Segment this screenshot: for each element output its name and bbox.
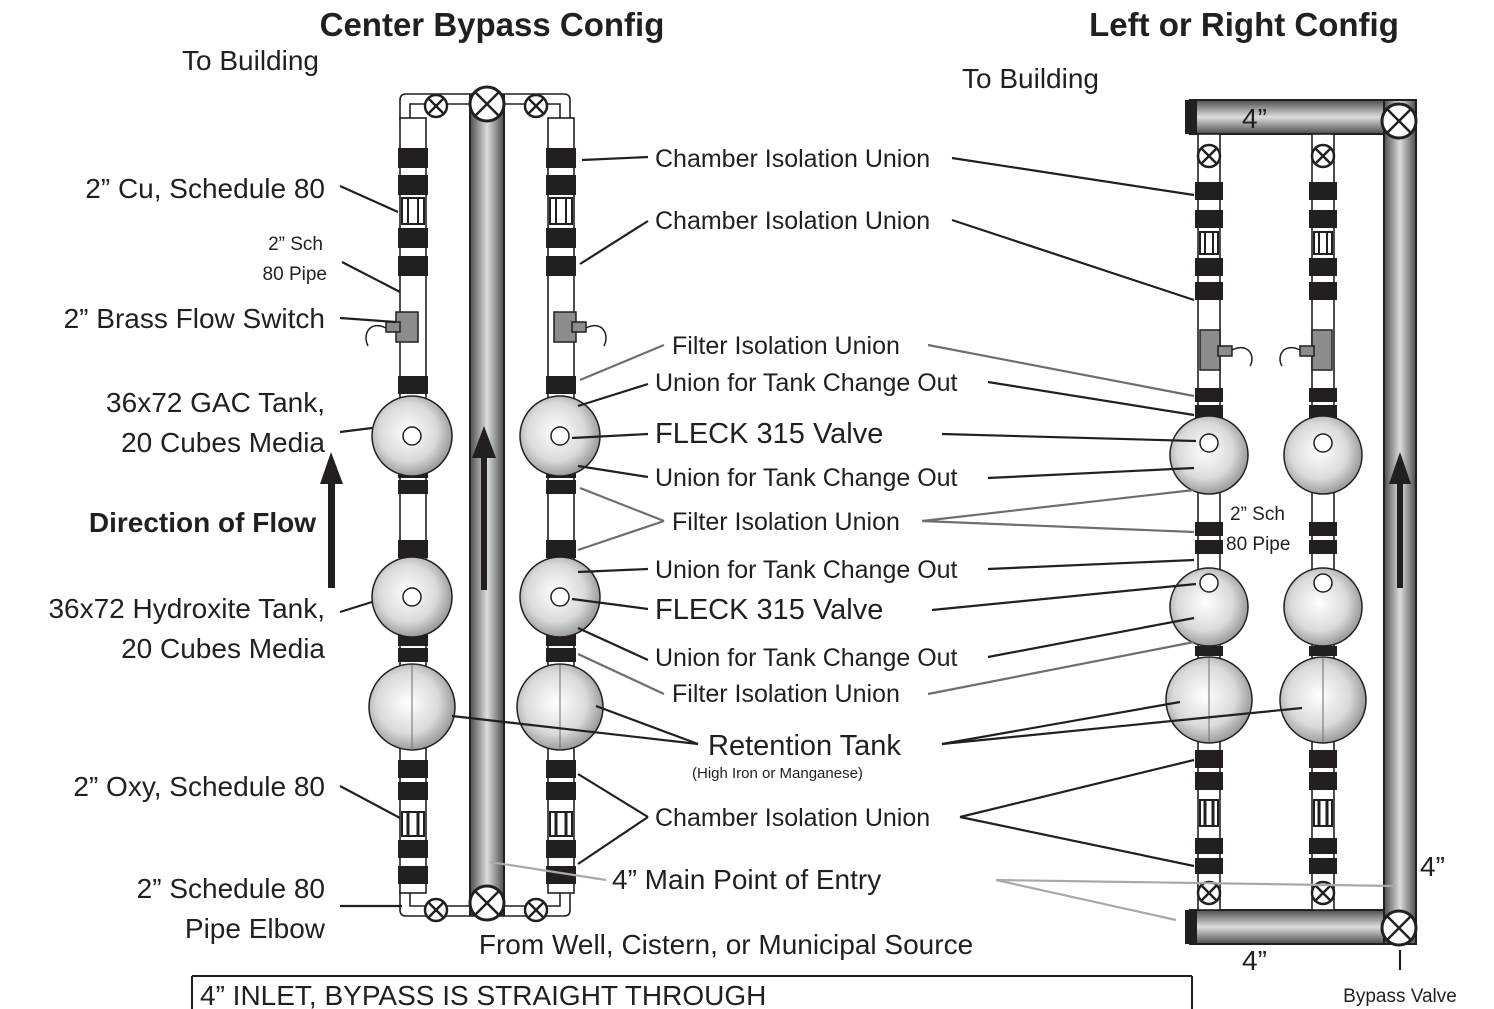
oxy-pipe-label: 2” Oxy, Schedule 80 <box>73 771 325 802</box>
sch-pipe-label-1: 2” Sch <box>268 234 323 255</box>
elbow-label-2: Pipe Elbow <box>185 913 326 944</box>
to-building-label-left: To Building <box>182 45 319 76</box>
filter-isolation-label-3: Filter Isolation Union <box>672 680 900 708</box>
inlet-note-text: 4” INLET, BYPASS IS STRAIGHT THROUGH <box>200 980 766 1009</box>
flow-switch-label: 2” Brass Flow Switch <box>64 303 325 334</box>
valve-x-icon[interactable] <box>523 897 549 923</box>
center-bypass-assembly <box>365 85 607 923</box>
leader-lines <box>339 155 1402 970</box>
union-change-label-3: Union for Tank Change Out <box>655 556 958 584</box>
hydroxite-tank-label-1: 36x72 Hydroxite Tank, <box>48 593 325 624</box>
top-pipe-size-label: 4” <box>1242 103 1267 134</box>
tank-icon <box>1283 415 1363 495</box>
flow-switch-icon <box>365 311 419 347</box>
inlet-note-box: 4” INLET, BYPASS IS STRAIGHT THROUGH <box>191 975 1193 1009</box>
to-building-label-right: To Building <box>962 63 1099 94</box>
bypass-valve-label: Bypass Valve <box>1343 986 1457 1007</box>
right-sch-pipe-label-2: 80 Pipe <box>1226 534 1290 555</box>
valve-x-icon[interactable] <box>468 884 506 922</box>
valve-x-icon[interactable] <box>523 93 549 119</box>
elbow-label-1: 2” Schedule 80 <box>137 873 325 904</box>
direction-arrow-icon <box>1389 452 1411 484</box>
bottom-pipe-size-label: 4” <box>1242 945 1267 976</box>
center-config-title: Center Bypass Config <box>320 6 665 43</box>
valve-x-icon[interactable] <box>1310 880 1336 906</box>
tank-icon <box>1169 567 1249 647</box>
main-entry-label: 4” Main Point of Entry <box>612 864 881 895</box>
valve-x-icon[interactable] <box>1196 880 1222 906</box>
valve-x-icon[interactable] <box>1380 102 1418 140</box>
gac-tank-label-1: 36x72 GAC Tank, <box>106 387 325 418</box>
cu-pipe-label: 2” Cu, Schedule 80 <box>85 173 325 204</box>
valve-x-icon[interactable] <box>1380 909 1418 947</box>
filter-isolation-label-1: Filter Isolation Union <box>672 332 900 360</box>
side-bypass-assembly <box>1165 99 1418 947</box>
valve-x-icon[interactable] <box>423 93 449 119</box>
gac-tank-label-2: 20 Cubes Media <box>121 427 325 458</box>
fleck-valve-label-1: FLECK 315 Valve <box>655 418 883 450</box>
retention-tank-label: Retention Tank <box>708 730 901 762</box>
chamber-isolation-label-1: Chamber Isolation Union <box>655 145 930 173</box>
union-change-label-1: Union for Tank Change Out <box>655 369 958 397</box>
side-config-title: Left or Right Config <box>1089 6 1399 43</box>
direction-arrow-icon <box>320 452 343 588</box>
side-pipe-size-label: 4” <box>1420 851 1445 882</box>
filter-isolation-label-2: Filter Isolation Union <box>672 508 900 536</box>
tank-icon <box>1283 567 1363 647</box>
valve-x-icon[interactable] <box>468 85 506 123</box>
direction-of-flow-label: Direction of Flow <box>89 507 316 538</box>
fleck-valve-label-2: FLECK 315 Valve <box>655 594 883 626</box>
valve-x-icon[interactable] <box>1310 143 1336 169</box>
right-sch-pipe-label-1: 2” Sch <box>1230 504 1285 525</box>
flow-switch-icon <box>1199 329 1253 371</box>
sch-pipe-label-2: 80 Pipe <box>263 264 327 285</box>
retention-tank-sublabel: (High Iron or Manganese) <box>692 765 863 782</box>
chamber-isolation-label-2: Chamber Isolation Union <box>655 207 930 235</box>
source-label: From Well, Cistern, or Municipal Source <box>479 929 973 960</box>
valve-x-icon[interactable] <box>1196 143 1222 169</box>
flow-switch-icon <box>553 311 607 347</box>
tank-icon <box>1169 415 1249 495</box>
flow-switch-icon <box>1279 329 1333 371</box>
direction-arrow-icon <box>472 426 496 458</box>
union-change-label-4: Union for Tank Change Out <box>655 644 958 672</box>
valve-x-icon[interactable] <box>423 897 449 923</box>
hydroxite-tank-label-2: 20 Cubes Media <box>121 633 325 664</box>
chamber-isolation-label-3: Chamber Isolation Union <box>655 804 930 832</box>
union-change-label-2: Union for Tank Change Out <box>655 464 958 492</box>
